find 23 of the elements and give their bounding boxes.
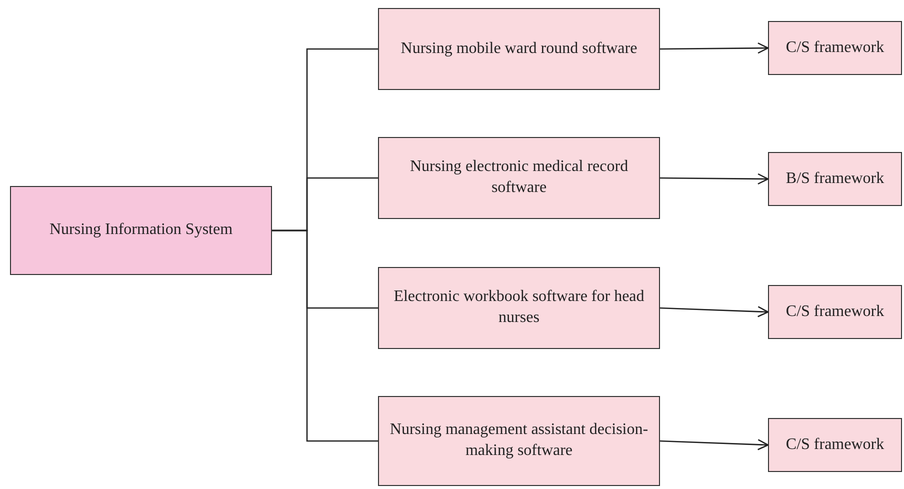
process-box: [768, 21, 902, 75]
node-label: B/S framework: [786, 168, 884, 189]
arrow: [660, 173, 769, 185]
connector-line: [272, 230, 378, 442]
arrow: [660, 42, 769, 54]
node-label: C/S framework: [786, 434, 884, 455]
process-box: [378, 396, 660, 486]
process-box: [768, 285, 902, 339]
process-box: [768, 152, 902, 206]
process-box: [378, 137, 660, 219]
process-box: [378, 8, 660, 90]
node-label: C/S framework: [786, 302, 884, 322]
node-label: Nursing Information System: [49, 220, 233, 240]
node-label: C/S framework: [786, 38, 884, 58]
node-label: Nursing mobile ward round software: [400, 38, 638, 59]
node-label: Nursing management assistant decision-making software: [388, 420, 650, 461]
process-box: [768, 418, 902, 472]
root-box: [10, 186, 272, 275]
arrow: [660, 438, 769, 450]
process-box: [378, 267, 660, 349]
node-label: Electronic workbook software for head nurses: [392, 287, 646, 328]
arrow: [660, 306, 769, 318]
node-label: Nursing electronic medical record software: [408, 157, 630, 198]
